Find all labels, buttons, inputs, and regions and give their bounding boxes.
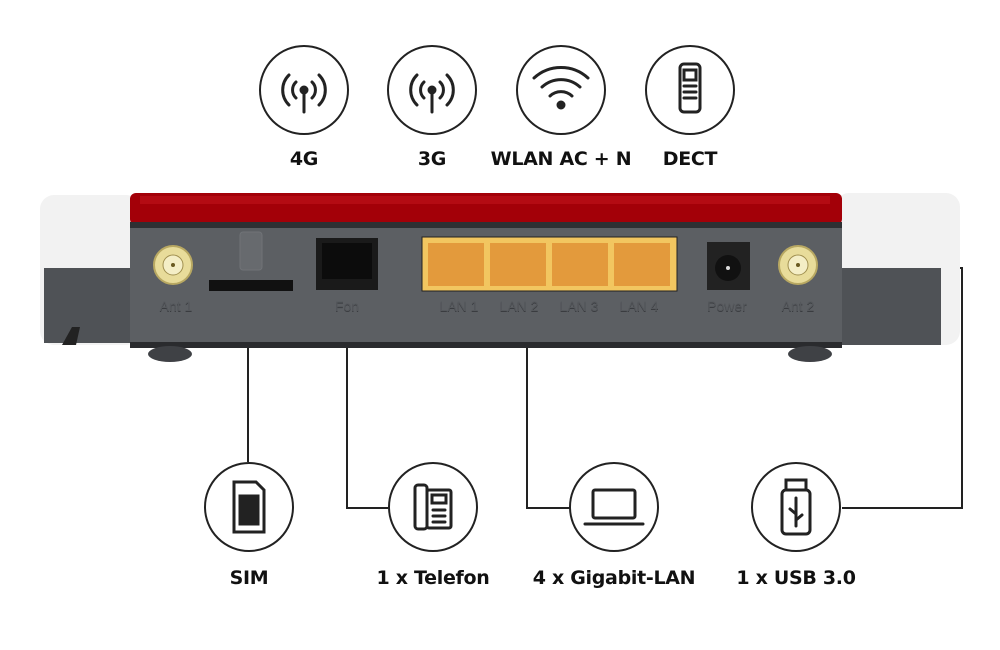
port-label-power: Power [707, 298, 747, 314]
feature-label-usb: 1 x USB 3.0 [736, 567, 856, 589]
port-label-lan3: LAN 3 [559, 298, 599, 314]
laptop-icon [583, 488, 645, 526]
cordless-phone-icon [678, 62, 702, 114]
lan-connector-line [526, 345, 570, 509]
telefon-connector-line [346, 345, 388, 509]
router-foot [788, 346, 832, 362]
feature-label-telefon: 1 x Telefon [376, 567, 490, 589]
wifi-icon [532, 66, 590, 110]
lan-ports [421, 236, 678, 292]
antenna-connector-2 [778, 245, 818, 285]
port-label-lan4: LAN 4 [619, 298, 659, 314]
fon-port [316, 238, 378, 290]
port-label-ant1: Ant 1 [159, 298, 193, 314]
usb-stick-icon [780, 478, 812, 536]
feature-label-4g: 4G [289, 148, 319, 170]
power-port [707, 242, 750, 290]
antenna-icon [281, 73, 327, 114]
feature-label-wlan: WLAN AC + N [490, 148, 632, 170]
feature-label-lan: 4 x Gigabit-LAN [532, 567, 696, 589]
antenna-icon [409, 73, 455, 114]
port-label-lan2: LAN 2 [499, 298, 539, 314]
desk-phone-icon [413, 483, 453, 531]
router-foot [148, 346, 192, 362]
antenna-connector-1 [153, 245, 193, 285]
port-label-ant2: Ant 2 [781, 298, 815, 314]
sim-slot [209, 280, 293, 291]
port-label-fon: Fon [334, 298, 360, 314]
feature-label-3g: 3G [417, 148, 447, 170]
router-left-cap [40, 195, 140, 345]
port-label-lan1: LAN 1 [439, 298, 479, 314]
sim-card-icon [232, 480, 266, 534]
feature-label-sim: SIM [229, 567, 269, 589]
router-right-cap [835, 193, 960, 345]
feature-label-dect: DECT [662, 148, 718, 170]
